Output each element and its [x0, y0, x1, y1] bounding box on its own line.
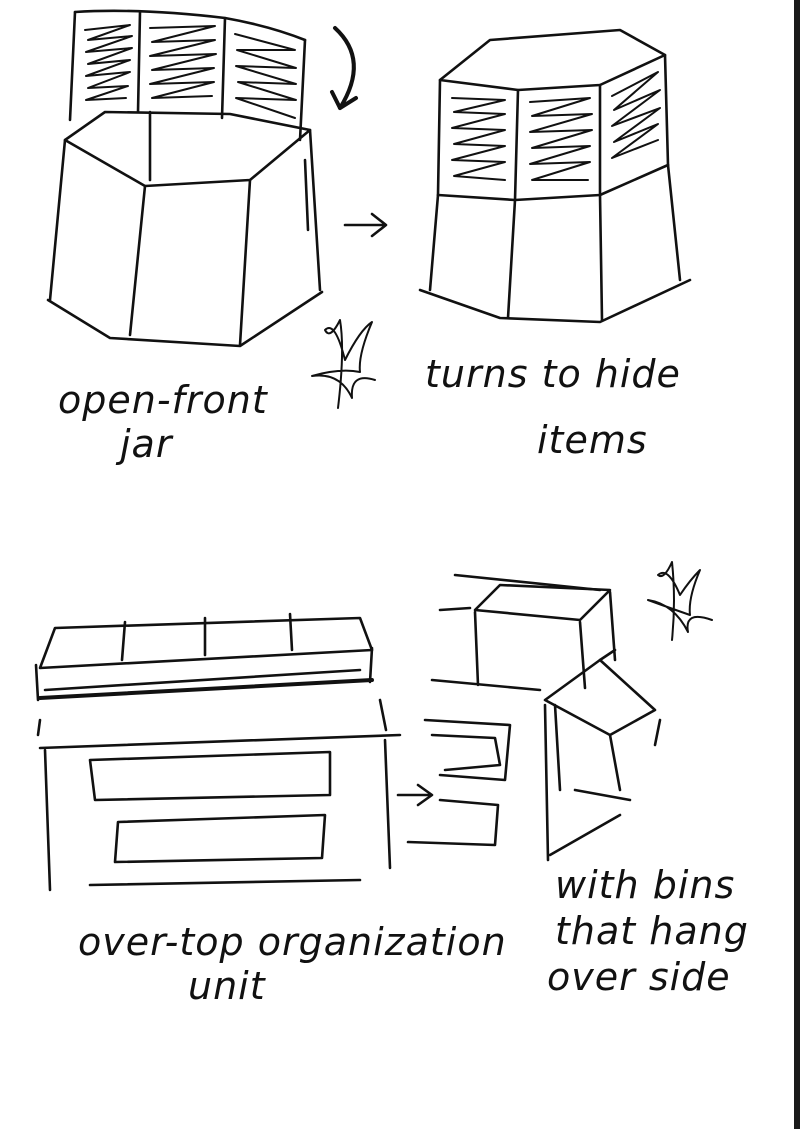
- arrow-right-1-icon: [343, 212, 388, 238]
- star-doodle-icon: [311, 319, 376, 409]
- caption-turns-to-hide: turns to hide items: [425, 352, 681, 462]
- caption-bins-over-side: with bins that hang over side: [547, 863, 749, 999]
- jar-sketch: [46, 9, 358, 348]
- star-doodle-icon: [647, 561, 713, 641]
- over-top-unit-sketch: [34, 612, 402, 892]
- caption-over-top-unit: over-top organization unit: [78, 920, 507, 1008]
- caption-open-front-jar: open-front jar: [58, 378, 268, 466]
- page-edge: [794, 0, 800, 1129]
- hanging-bins-sketch: [406, 573, 662, 862]
- turned-jar-sketch: [418, 28, 692, 324]
- arrow-right-2-icon: [396, 783, 434, 807]
